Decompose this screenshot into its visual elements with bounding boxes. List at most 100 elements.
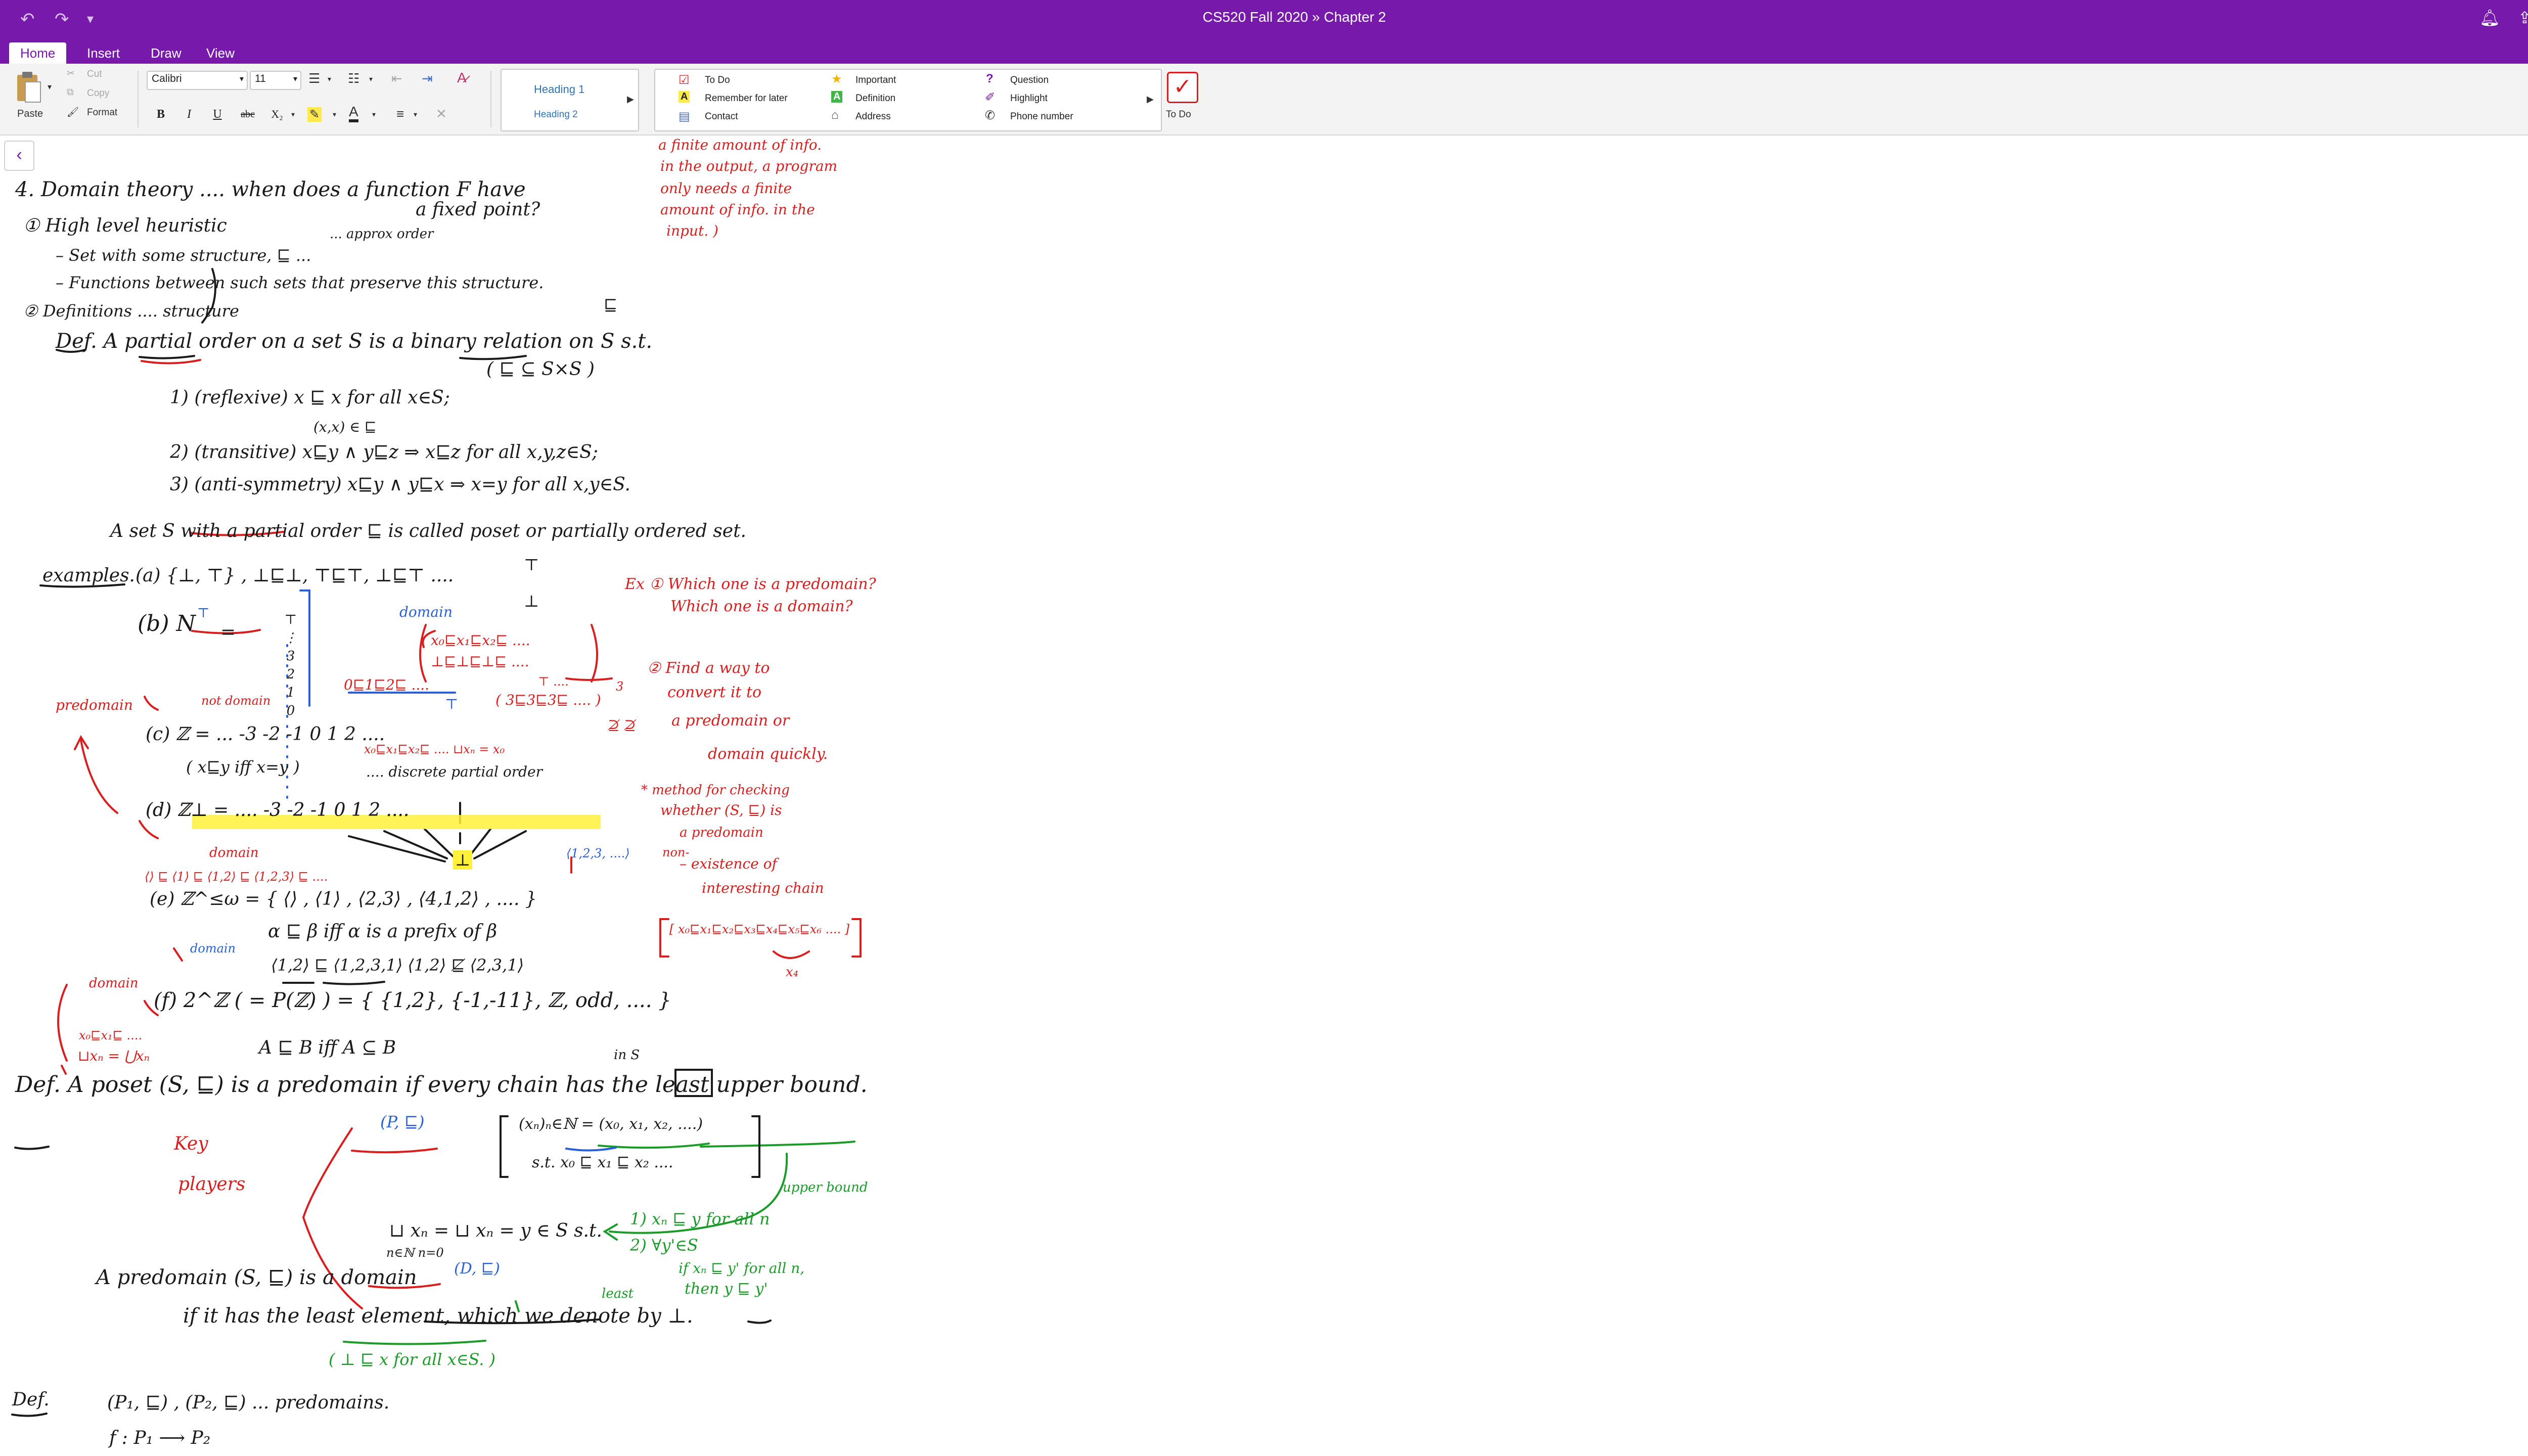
note-example-b-notsub: ⊉ ⊉ [608,717,636,734]
note-ex-right-10: non- [662,845,690,859]
note-ex-right-14: x₄ [786,965,799,980]
tag-to-do[interactable]: To Do [705,75,730,85]
note-approx-order: ... approx order [330,226,434,242]
tags-more-icon[interactable]: ▶ [1147,94,1154,104]
delete-icon[interactable]: ✕ [436,106,447,121]
increase-indent-icon[interactable]: ⇥ [422,71,433,86]
font-color-icon[interactable]: A [349,104,358,122]
redo-icon[interactable]: ↷ [55,10,69,29]
note-lub: ⊔ xₙ = ⊔ xₙ = y ∈ S s.t. [389,1220,602,1241]
subscript-dropdown-icon[interactable]: ▾ [291,110,295,118]
note-example-d-overlay: (d) ℤ⊥ = .... -3 -2 -1 0 1 2 .... [146,800,410,821]
paste-dropdown-icon[interactable]: ▾ [48,83,52,92]
subscript-button[interactable]: X₂ [271,108,283,120]
note-example-c-chain: x₀⊑x₁⊑x₂⊑ .... ⊔xₙ = x₀ [364,742,505,756]
note-right-1: a finite amount of info. [658,136,822,153]
underline-stroke [39,583,125,588]
note-players: players [178,1174,246,1195]
note-lub-3: if xₙ ⊑ y' for all n, [679,1260,805,1277]
tag-address[interactable]: Address [855,111,891,122]
bullets-icon[interactable]: ☰ [308,71,321,86]
font-size-select[interactable]: 11 ▾ [250,71,301,90]
bullets-dropdown-icon[interactable]: ▾ [328,75,332,83]
tag-definition[interactable]: Definition [855,93,896,104]
notifications-bell-icon[interactable]: 🔔︎ [2479,9,2500,27]
font-family-select[interactable]: Calibri ▾ [147,71,248,90]
ribbon-home: Paste ▾ ✂ Cut ⧉ Copy 🖌︎ Format Calibri ▾… [0,64,2528,135]
tab-draw[interactable]: Draw [151,46,182,61]
note-canvas[interactable]: ‹ 4. Domain theory .... when does a func… [0,135,2528,1456]
styles-gallery: Heading 1 Heading 2 ▶ [501,69,639,131]
note-ex-right-1: Ex ① Which one is a predomain? [625,575,876,593]
strikethrough-button[interactable]: abc [241,109,255,120]
underline-stroke [56,349,86,353]
highlight-color-icon[interactable]: ✎ [307,107,322,122]
style-heading-2[interactable]: Heading 2 [534,109,578,120]
quick-access-dropdown-icon[interactable]: ▾ [87,11,94,26]
note-example-f-chain: x₀⊑x₁⊑ .... [79,1028,143,1042]
note-ex-right-6: domain quickly. [708,745,828,763]
note-example-e-compare: ⟨1,2⟩ ⊑ ⟨1,2,3,1⟩ ⟨1,2⟩ ⋢ ⟨2,3,1⟩ [271,956,524,975]
copy-icon[interactable]: ⧉ [67,87,74,98]
note-example-e-prefix-chain: ⟨⟩ ⊑ ⟨1⟩ ⊑ ⟨1,2⟩ ⊑ ⟨1,2,3⟩ ⊑ .... [145,870,328,884]
tag-phone-number[interactable]: Phone number [1010,111,1073,122]
contact-card-icon: ▤ [679,110,690,123]
tab-insert[interactable]: Insert [87,46,120,61]
note-ex-right-13: [ x₀⊑x₁⊑x₂⊑x₃⊑x₄⊑x₅⊑x₆ .... ] [669,922,850,936]
tag-highlight[interactable]: Highlight [1010,93,1048,104]
font-color-dropdown-icon[interactable]: ▾ [372,110,376,118]
note-ex-right-5: a predomain or [671,712,790,730]
note-least: least [602,1286,634,1301]
note-example-f-lub: ⊔xₙ = ⋃xₙ [78,1048,150,1064]
style-heading-1[interactable]: Heading 1 [534,83,585,96]
tag-question[interactable]: Question [1010,75,1049,85]
note-ex-right-7: * method for checking [641,783,790,798]
decrease-indent-icon[interactable]: ⇤ [391,71,402,86]
italic-button[interactable]: I [187,108,191,121]
note-example-b-domain: domain [399,604,453,620]
note-fixed-point: a fixed point? [416,199,540,220]
styles-more-icon[interactable]: ▶ [627,94,634,104]
format-painter-icon[interactable]: 🖌︎ [67,107,79,118]
copy-button[interactable]: Copy [87,88,110,99]
note-definitions: ② Definitions .... structure [23,301,239,321]
note-example-b-chain-x: x₀⊑x₁⊑x₂⊑ .... [431,632,530,649]
numbering-dropdown-icon[interactable]: ▾ [369,75,373,83]
back-arrow-icon[interactable]: ‹ [4,141,34,171]
clear-formatting-icon[interactable]: A̷ [457,70,467,85]
underline-button[interactable]: U [213,108,222,121]
align-dropdown-icon[interactable]: ▾ [414,110,418,118]
align-icon[interactable]: ≡ [396,106,404,121]
note-def3-function: f : P₁ ⟶ P₂ [109,1428,211,1448]
note-ex-right-4: convert it to [667,684,762,701]
window-title: CS520 Fall 2020 » Chapter 2 [1202,9,1386,25]
checkbox-icon: ☑ [679,73,690,87]
note-ex-right-2: Which one is a domain? [670,598,853,615]
tag-important[interactable]: Important [855,75,896,85]
cut-button[interactable]: Cut [87,69,102,79]
format-painter-button[interactable]: Format [87,107,118,118]
tab-view[interactable]: View [206,46,235,61]
undo-icon[interactable]: ↶ [20,10,35,29]
highlight-dropdown-icon[interactable]: ▾ [333,110,337,118]
note-domain-def: A predomain (S, ⊑) is a domain [96,1266,417,1289]
share-icon[interactable]: ⇪ [2518,9,2528,27]
tag-contact[interactable]: Contact [705,111,738,122]
todo-checkbox-icon[interactable]: ✓ [1167,72,1198,103]
note-right-2: in the output, a program [660,158,838,174]
note-example-b-chain-bot: ⊥⊑⊥⊑⊥⊑ .... [431,653,529,670]
paste-button[interactable]: Paste [17,108,43,119]
note-relation-subset: ( ⊑ ⊆ S×S ) [486,359,595,380]
tag-remember-for-later[interactable]: Remember for later [705,93,788,104]
todo-button-label[interactable]: To Do [1166,109,1191,120]
numbering-icon[interactable]: ☷ [348,71,360,86]
note-ex-right-11: – existence of [680,855,777,872]
note-def-predomain: Def. A poset (S, ⊑) is a predomain if ev… [15,1072,868,1098]
cut-icon[interactable]: ✂ [67,68,75,79]
note-chain-def-2: s.t. x₀ ⊑ x₁ ⊑ x₂ .... [532,1154,673,1171]
note-transitive: 2) (transitive) x⊑y ∧ y⊑z ⇒ x⊑z for all … [170,442,598,463]
tab-home[interactable]: Home [9,42,67,64]
paste-icon[interactable] [14,71,43,104]
note-example-d-domain: domain [209,845,259,860]
bold-button[interactable]: B [156,108,165,121]
